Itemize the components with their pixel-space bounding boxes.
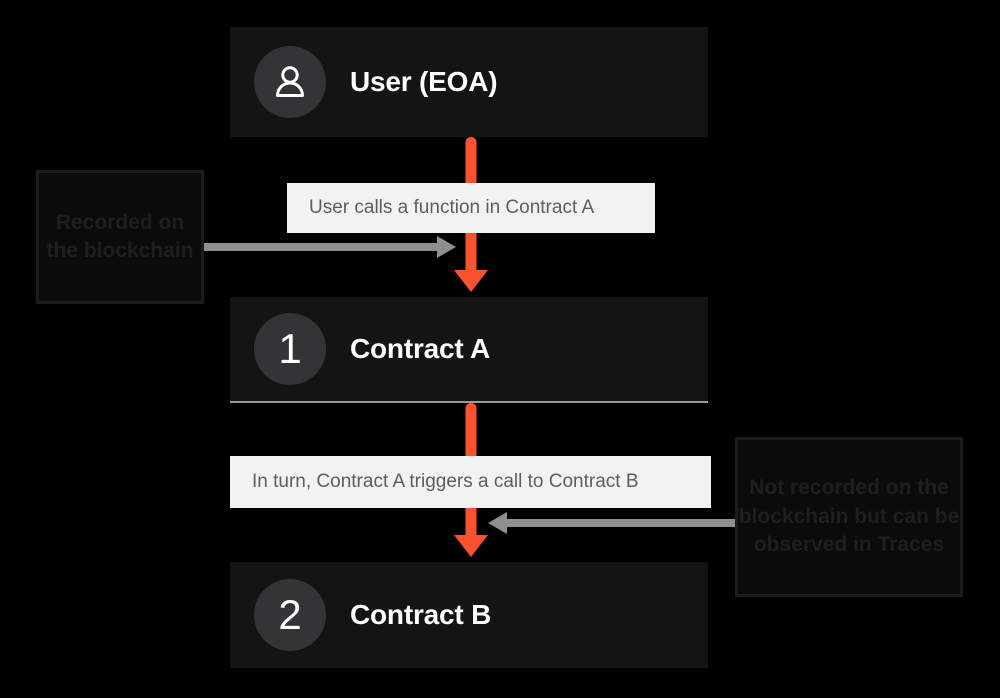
step-number-badge-2: 2 [254, 579, 326, 651]
annotation-arrow-right-pointing [204, 236, 456, 258]
arrow-head-icon [454, 270, 488, 292]
arrow-shaft [204, 243, 438, 251]
node-user[interactable]: User (EOA) [230, 27, 708, 137]
arrow-head-icon [454, 535, 488, 557]
arrow-head-icon [437, 236, 456, 258]
note-not-recorded-on-blockchain: Not recorded on the blockchain but can b… [735, 437, 963, 597]
step-number-badge-1: 1 [254, 313, 326, 385]
node-label-contract-b: Contract B [350, 599, 492, 630]
node-contract-b[interactable]: 2 Contract B [230, 562, 708, 668]
person-icon [270, 62, 310, 102]
note-text: Not recorded on the blockchain but can b… [738, 476, 960, 557]
arrow-shaft [506, 519, 738, 527]
caption-contract-a-triggers-contract-b: In turn, Contract A triggers a call to C… [230, 456, 711, 508]
annotation-arrow-left-pointing [488, 512, 738, 534]
node-contract-a[interactable]: 1 Contract A [230, 297, 708, 403]
note-text: Recorded on the blockchain [46, 210, 194, 262]
person-avatar-badge [254, 46, 326, 118]
node-label-user: User (EOA) [350, 66, 498, 97]
caption-user-calls-contract-a: User calls a function in Contract A [287, 183, 655, 233]
arrow-head-icon [488, 512, 507, 534]
node-label-contract-a: Contract A [350, 333, 491, 364]
note-recorded-on-blockchain: Recorded on the blockchain [36, 170, 204, 304]
